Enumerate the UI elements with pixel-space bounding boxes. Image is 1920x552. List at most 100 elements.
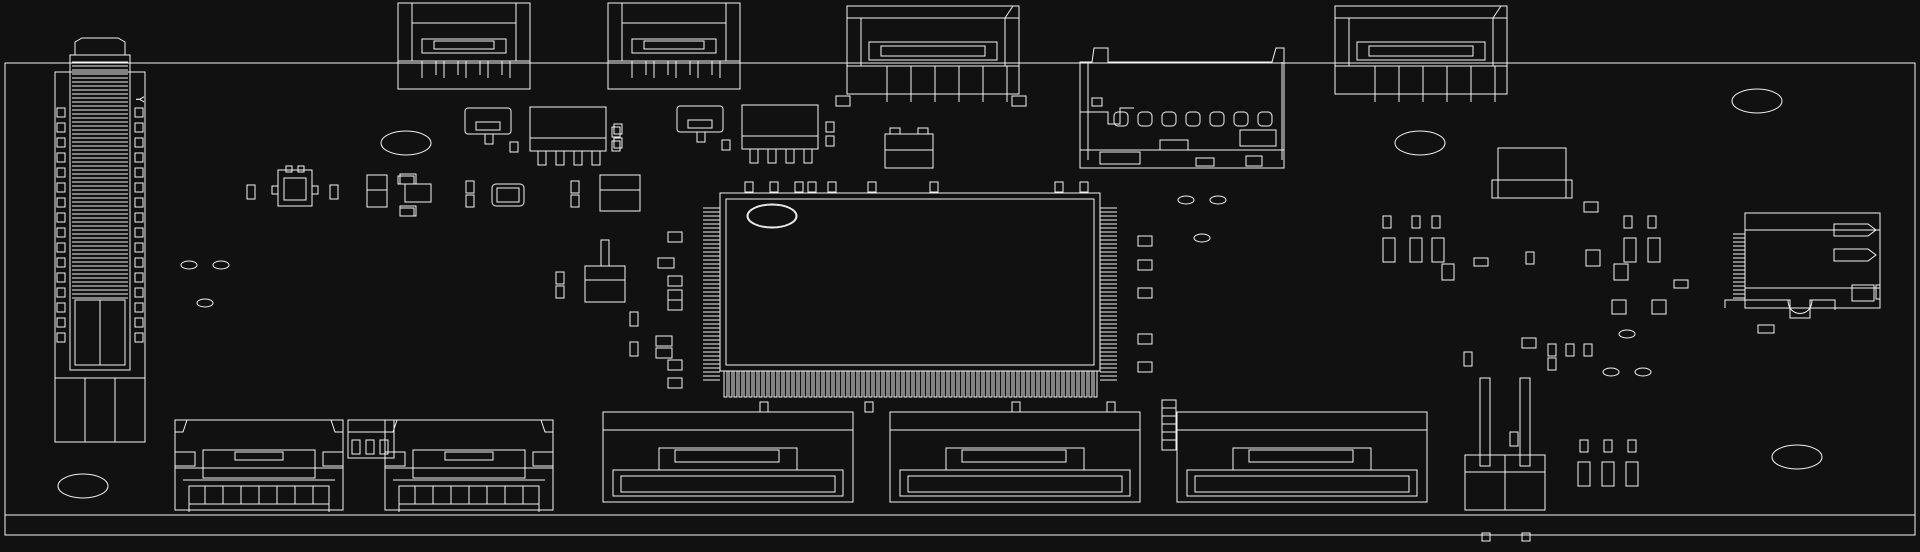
card-pad — [57, 123, 65, 132]
ffc-connector — [603, 412, 853, 502]
bottom-wire-connector — [175, 420, 343, 512]
qfp-pin — [974, 371, 977, 397]
qfp-pin — [1044, 371, 1047, 397]
mounting-hole — [747, 204, 797, 228]
smd-passive — [1624, 238, 1636, 262]
qfp-pins-top — [745, 182, 1088, 192]
card-pad — [135, 258, 143, 267]
sd-pin — [1138, 112, 1152, 126]
qfp-pin — [759, 371, 762, 397]
via-hole — [181, 261, 197, 269]
qfp-pin — [814, 371, 817, 397]
smd-passive — [760, 402, 768, 412]
smd-passive — [1624, 216, 1632, 228]
qfp-pin — [979, 371, 982, 397]
smd-passive — [400, 206, 416, 216]
card-pad — [57, 303, 65, 312]
card-pad — [57, 153, 65, 162]
qfp-pin — [795, 182, 803, 192]
qfp-pin — [1064, 371, 1067, 397]
qfp-pin — [954, 371, 957, 397]
smd-passive — [1432, 238, 1444, 262]
ffc-connector — [1177, 412, 1427, 502]
sot-chip — [465, 108, 511, 144]
qfp-pin — [949, 371, 952, 397]
via-hole — [213, 261, 229, 269]
smd-passive — [1674, 280, 1688, 288]
top-wire-connector — [847, 6, 1019, 102]
smd-passive — [466, 181, 474, 193]
smd-passive — [656, 336, 672, 346]
smd-passive — [1652, 300, 1666, 314]
card-pad — [57, 108, 65, 117]
smd-passive — [1012, 402, 1020, 412]
qfp-pin — [919, 371, 922, 397]
small-connector — [348, 420, 394, 458]
via-hole — [1194, 234, 1210, 242]
smd-passive — [1474, 258, 1488, 266]
qfp-pin — [1069, 371, 1072, 397]
smd-passive — [1138, 288, 1152, 298]
card-pad — [57, 213, 65, 222]
smd-passive — [1432, 216, 1440, 228]
card-pad — [57, 288, 65, 297]
inductor — [600, 175, 640, 211]
smd-passives — [247, 96, 1688, 486]
qfp-pin — [784, 371, 787, 397]
smd-passive — [1383, 238, 1395, 262]
qfp-pin — [1049, 371, 1052, 397]
qfp-pins-right — [1100, 208, 1117, 380]
via-hole — [1635, 368, 1651, 376]
smd-passive — [1586, 250, 1600, 266]
card-pad — [135, 108, 143, 117]
qfp-pin — [864, 371, 867, 397]
smd-passive — [1584, 202, 1598, 212]
mounting-hole — [1732, 89, 1782, 113]
qfp-pin — [774, 371, 777, 397]
qfp-pin — [844, 371, 847, 397]
smd-passive — [865, 402, 873, 412]
soic-chip — [1492, 148, 1572, 198]
qfp-pin — [809, 371, 812, 397]
sd-pin — [1162, 112, 1176, 126]
card-pad — [57, 318, 65, 327]
qfp-pin — [828, 182, 836, 192]
card-edge-pads-right — [135, 108, 143, 342]
soic-chip — [510, 107, 622, 165]
qfp-pins-left — [703, 208, 720, 380]
smd-passive — [247, 185, 255, 199]
smd-passive — [400, 174, 416, 184]
smd-passive — [656, 348, 672, 358]
smd-passive — [1012, 96, 1026, 106]
qfp-pin — [739, 371, 742, 397]
qfp-pin — [868, 182, 876, 192]
sd-pin — [1114, 112, 1128, 126]
smd-passive — [1604, 440, 1612, 452]
mounting-holes — [58, 89, 1822, 498]
card-pad — [135, 333, 143, 342]
smd-passive — [1464, 352, 1472, 366]
qfp-pin — [909, 371, 912, 397]
crystal — [885, 128, 933, 168]
qfp-pin — [934, 371, 937, 397]
qfp-pin — [804, 371, 807, 397]
top-wire-connector — [398, 3, 530, 89]
smd-passive — [1138, 236, 1152, 246]
smd-passive — [1442, 264, 1454, 280]
card-pad — [135, 198, 143, 207]
ffc-side-pins — [1162, 400, 1176, 450]
qfp-pin — [999, 371, 1002, 397]
qfp-pin — [1034, 371, 1037, 397]
qfp-pin — [1029, 371, 1032, 397]
qfp-pin — [794, 371, 797, 397]
qfp-pin — [1014, 371, 1017, 397]
qfp-pin — [819, 371, 822, 397]
smd-passive — [1522, 338, 1536, 348]
smd-passive — [1580, 440, 1588, 452]
qfp-pin — [884, 371, 887, 397]
qfp-pin — [744, 371, 747, 397]
qfp-pin — [839, 371, 842, 397]
qfp-pin — [924, 371, 927, 397]
qfp-pin — [799, 371, 802, 397]
